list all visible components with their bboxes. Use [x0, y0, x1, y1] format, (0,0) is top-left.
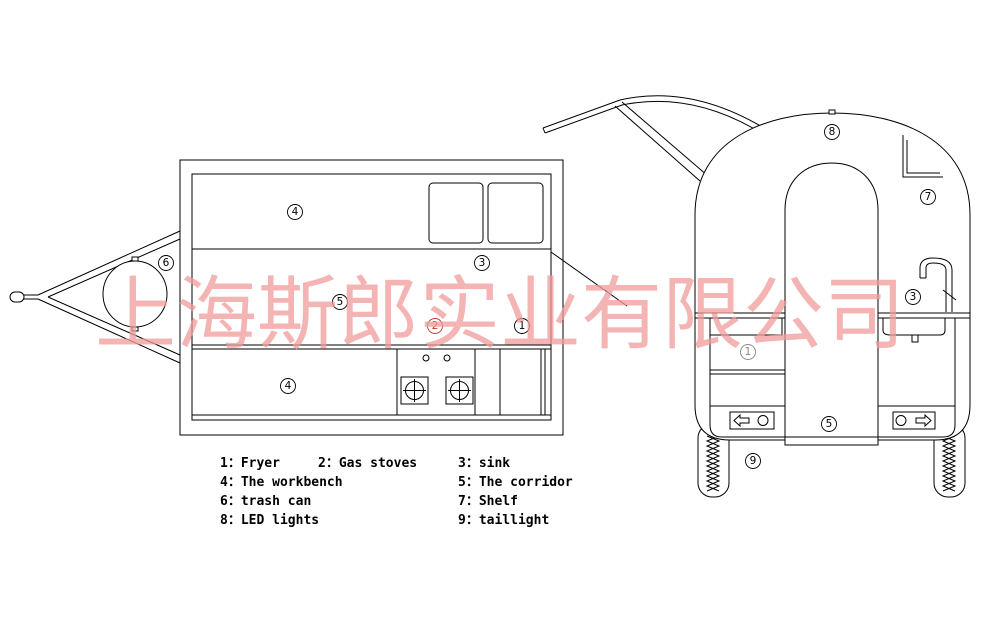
top-view-inner-frame — [191, 173, 552, 421]
top-view: 4 3 5 2 1 4 6 — [9, 159, 628, 436]
label-rear-fryer: 1 — [740, 344, 756, 360]
burner-icon — [400, 376, 429, 405]
taillight-left — [729, 411, 775, 430]
hitch-arm-top — [37, 230, 181, 298]
label-fryer-text: 1 — [519, 320, 526, 332]
label-corridor: 5 — [332, 294, 348, 310]
label-workbench-lower-text: 4 — [285, 380, 292, 392]
corridor-arch — [784, 162, 879, 445]
label-trash-can-text: 6 — [163, 257, 170, 269]
burner-icon — [445, 376, 474, 405]
faucet-icon — [919, 257, 953, 312]
cabinet-right — [878, 318, 956, 438]
light-circle-icon — [895, 415, 907, 426]
label-workbench-lower: 4 — [280, 378, 296, 394]
legend-item-fryer: 1：Fryer — [220, 456, 280, 471]
trash-can — [102, 256, 168, 332]
legend-item-trash-can: 6：trash can — [220, 494, 311, 509]
arrow-left-icon — [733, 413, 750, 428]
light-circle-icon — [757, 415, 769, 426]
awning-edge — [542, 127, 546, 134]
legend-item-taillight: 9：taillight — [458, 513, 549, 528]
awning — [542, 95, 765, 182]
arrow-right-icon — [915, 413, 932, 428]
label-taillight-text: 9 — [750, 455, 757, 467]
led-light-mount — [828, 109, 836, 115]
label-rear-sink: 3 — [905, 289, 921, 305]
label-gas-stoves-text: 2 — [432, 320, 439, 332]
label-workbench-upper: 4 — [287, 204, 303, 220]
shelf — [902, 135, 943, 178]
label-led-lights: 8 — [824, 124, 840, 140]
cabinet-left — [709, 335, 785, 438]
label-rear-corridor: 5 — [821, 416, 837, 432]
faucet-handle — [942, 289, 957, 301]
fryer-basin — [709, 318, 783, 336]
legend-item-workbench: 4：The workbench — [220, 475, 343, 490]
rear-view: 8 7 3 1 5 9 — [542, 95, 971, 498]
label-gas-stoves: 2 — [427, 318, 443, 334]
hitch-neck — [24, 294, 38, 300]
corridor-step — [784, 436, 879, 446]
label-fryer: 1 — [514, 318, 530, 334]
label-rear-corridor-text: 5 — [826, 418, 833, 430]
label-taillight: 9 — [745, 453, 761, 469]
label-corridor-text: 5 — [337, 296, 344, 308]
sink-drain — [911, 334, 919, 343]
sink — [882, 257, 957, 343]
stove-knob-icon — [443, 354, 451, 362]
hitch-knob — [9, 291, 25, 303]
legend-item-shelf: 7：Shelf — [458, 494, 518, 509]
legend-item-corridor: 5：The corridor — [458, 475, 573, 490]
top-view-outer-frame — [179, 159, 564, 436]
taillight-right — [892, 411, 936, 430]
label-rear-fryer-text: 1 — [745, 346, 752, 358]
label-workbench-upper-text: 4 — [292, 206, 299, 218]
hitch-arm-bottom — [37, 296, 181, 364]
trash-can-tab-top — [131, 256, 139, 262]
legend-item-gas-stoves: 2：Gas stoves — [318, 456, 417, 471]
legend-item-led-lights: 8：LED lights — [220, 513, 319, 528]
wheel-right — [933, 423, 966, 498]
gas-stove — [396, 349, 476, 415]
tow-hitch — [9, 230, 181, 364]
counter-line — [695, 312, 970, 319]
stove-knob-icon — [422, 354, 430, 362]
section-leader-line — [550, 251, 628, 307]
fryer-basin-right — [487, 182, 544, 244]
fryer-basin-left — [428, 182, 484, 244]
company-watermark: 上海斯郎实业有限公司 — [95, 268, 905, 361]
trash-can-tab-bottom — [131, 326, 139, 332]
label-shelf: 7 — [920, 189, 936, 205]
label-shelf-text: 7 — [925, 191, 932, 203]
label-trash-can: 6 — [158, 255, 174, 271]
legend-item-sink: 3：sink — [458, 456, 510, 471]
awning-support — [614, 101, 709, 182]
awning-canopy-inner — [544, 100, 759, 134]
awning-canopy — [542, 95, 765, 129]
label-led-lights-text: 8 — [829, 126, 836, 138]
legend: 1：Fryer 2：Gas stoves 3：sink 4：The workbe… — [220, 456, 573, 528]
label-sink: 3 — [474, 255, 490, 271]
label-rear-sink-text: 3 — [910, 291, 917, 303]
label-sink-text: 3 — [479, 257, 486, 269]
